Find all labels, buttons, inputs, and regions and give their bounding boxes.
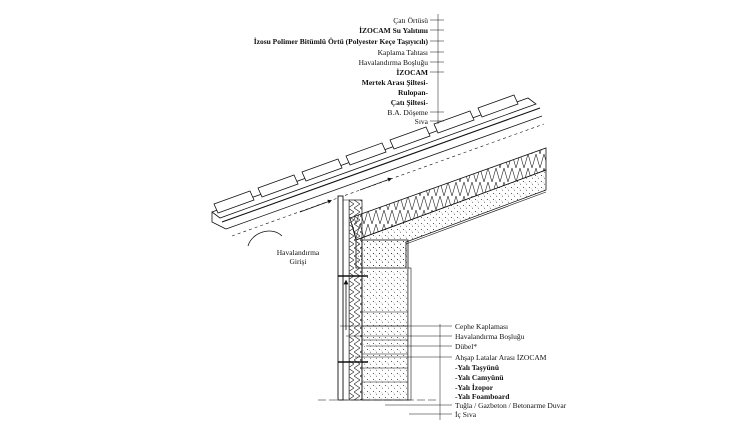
wall-dowels xyxy=(338,275,368,363)
label-roof-mat: Çatı Şiltesi- xyxy=(391,98,429,107)
label-inlet-line1: Havalandırma xyxy=(277,248,320,257)
label-glass-wool: -Yalı Camyünü xyxy=(455,373,504,382)
roof-tiles xyxy=(211,94,537,219)
label-roof-covering: Çatı Örtüsü xyxy=(393,16,428,25)
facade-cladding xyxy=(337,195,344,401)
wall-leaders xyxy=(340,324,452,420)
roof-sheathing xyxy=(225,115,543,230)
label-foamboard: -Yalı Foamboard xyxy=(455,392,510,401)
label-concrete-slab: B.A. Döşeme xyxy=(387,108,428,117)
eave-gutter xyxy=(247,230,283,247)
label-inlet-line2: Girişi xyxy=(289,257,306,266)
label-inner-plaster: İç Sıva xyxy=(455,410,477,419)
wall-labels: Cephe Kaplaması Havalandırma Boşluğu Düb… xyxy=(455,322,567,419)
label-izocam: İZOCAM xyxy=(396,67,428,77)
label-wall-ventilation-gap: Havalandırma Boşluğu xyxy=(455,332,525,341)
label-rulopan: Rulopan- xyxy=(398,88,429,97)
label-roof-ventilation-gap: Havalandırma Boşluğu xyxy=(359,58,429,67)
roof-ventilation-gap xyxy=(231,123,545,237)
label-wall-material: Tuğla / Gazbeton / Betonarme Duvar xyxy=(455,401,567,410)
label-rafter-mat: Mertek Arası Şiltesi- xyxy=(362,78,429,87)
roof-labels: Çatı Örtüsü İZOCAM Su Yalıtımı İzosu Pol… xyxy=(254,16,429,126)
inlet-label: Havalandırma Girişi xyxy=(277,248,320,266)
label-izopor: -Yalı İzopor xyxy=(455,382,494,392)
wall-assembly xyxy=(318,195,438,401)
inner-plaster xyxy=(407,267,412,401)
label-dowel: Dübel* xyxy=(455,342,477,351)
masonry-wall xyxy=(361,239,409,401)
label-battens-izocam: Ahşap Latalar Arası İZOCAM xyxy=(455,353,547,362)
label-izocam-waterproofing: İZOCAM Su Yalıtımı xyxy=(359,25,428,35)
label-sheathing-board: Kaplama Tahtası xyxy=(378,48,428,57)
ceiling-plaster xyxy=(405,191,547,245)
eave-fascia xyxy=(211,212,227,230)
label-stone-wool: -Yalı Taşyünü xyxy=(455,363,499,372)
label-bitumen-membrane: İzosu Polimer Bitümlü Örtü (Polyester Ke… xyxy=(254,36,429,46)
label-plaster: Sıva xyxy=(415,117,429,126)
roof-leaders xyxy=(430,14,444,124)
roof-membrane xyxy=(221,107,541,223)
label-facade-cladding: Cephe Kaplaması xyxy=(455,322,508,331)
wall-insulation xyxy=(348,199,363,401)
